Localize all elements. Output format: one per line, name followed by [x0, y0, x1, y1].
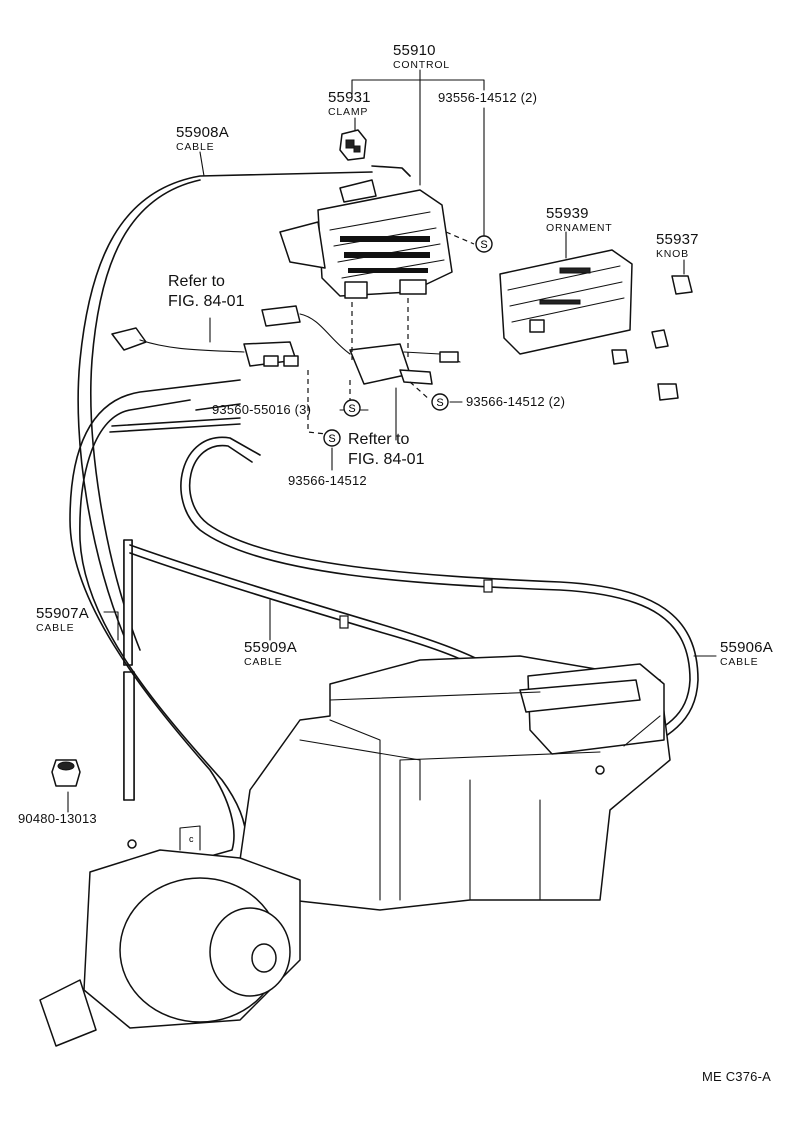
clip-number: 90480-13013 — [18, 811, 97, 826]
knobs — [611, 275, 693, 401]
clamp-name: CLAMP — [328, 106, 369, 118]
cable-55908A — [77, 171, 373, 651]
svg-text:S: S — [348, 403, 355, 415]
clip-part — [51, 759, 137, 849]
leader-lines — [307, 231, 475, 441]
cable-906-number: 55906A — [720, 639, 773, 656]
screw-right-number: 93566-14512 (2) — [466, 394, 566, 409]
control-name: CONTROL — [393, 59, 450, 71]
ref-b-line1: Refter to — [348, 431, 410, 448]
ornament-number: 55939 — [546, 205, 589, 222]
clamp-number: 55931 — [328, 89, 371, 106]
cable-909-number: 55909A — [244, 639, 297, 656]
ornament-name: ORNAMENT — [546, 222, 613, 234]
left-harness — [111, 305, 461, 385]
svg-text:S: S — [436, 397, 443, 409]
label-leaders — [67, 69, 717, 813]
screw-single-number: 93566-14512 — [288, 473, 367, 488]
ref-a-line1: Refer to — [168, 273, 225, 290]
cable-909-name: CABLE — [244, 656, 283, 668]
ref-b-line2: FIG. 84-01 — [348, 451, 425, 468]
heater-assembly: c — [39, 655, 671, 1047]
screw-symbol-single: S — [323, 429, 341, 447]
svg-text:S: S — [328, 433, 335, 445]
screw-symbol-control: S — [475, 235, 493, 253]
knob-name: KNOB — [656, 248, 689, 260]
cable-907-name: CABLE — [36, 622, 75, 634]
clamp-part — [339, 129, 367, 161]
cable-906-name: CABLE — [720, 656, 759, 668]
cable-908-number: 55908A — [176, 124, 229, 141]
cable-907-number: 55907A — [36, 605, 89, 622]
cable-908-name: CABLE — [176, 141, 215, 153]
screw-control-number: 93556-14512 (2) — [438, 90, 538, 105]
footer-code: ME C376-A — [702, 1069, 771, 1084]
svg-text:S: S — [480, 239, 487, 251]
screw-3-number: 93560-55016 (3) — [212, 402, 312, 417]
knob-number: 55937 — [656, 231, 699, 248]
screw-symbol-right: S — [431, 393, 449, 411]
cable-55906A — [180, 436, 691, 751]
control-number: 55910 — [393, 42, 436, 59]
screw-symbols: S S S S — [323, 235, 493, 447]
control-unit — [279, 179, 453, 299]
screw-symbol-3: S — [343, 399, 361, 417]
clip-letter: c — [189, 834, 194, 844]
ref-a-line2: FIG. 84-01 — [168, 293, 245, 310]
ornament-part — [499, 249, 633, 355]
